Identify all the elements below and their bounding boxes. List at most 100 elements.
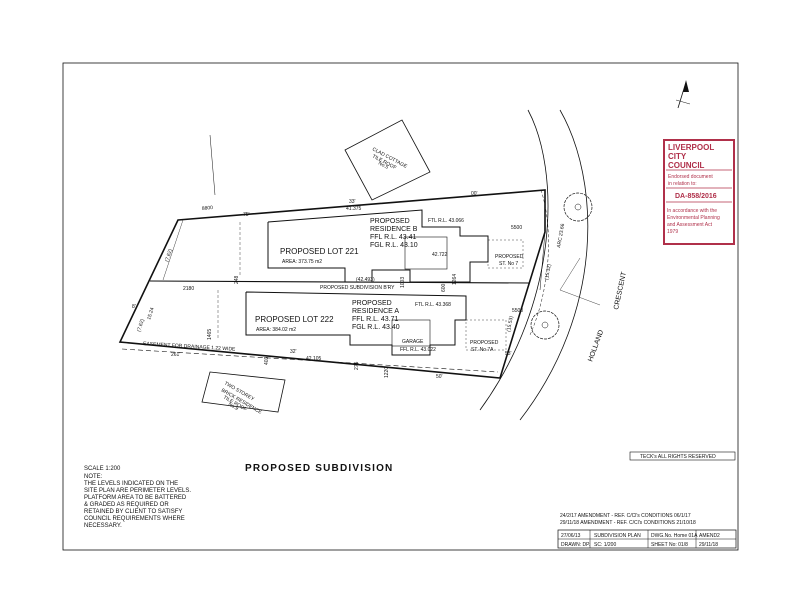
dim-label: 248 <box>234 275 240 284</box>
road-name-2: CRESCENT <box>613 271 628 311</box>
note-line: & GRADED AS REQUIRED OR <box>84 502 169 508</box>
residence-b-footprint <box>267 209 489 283</box>
garage-b <box>404 236 448 270</box>
residence-b-ffl: FFL R.L. 43.41 <box>370 234 417 241</box>
easement-label: EASEMENT FOR DRAINAGE 1.22 WIDE <box>143 341 236 353</box>
drawing-frame <box>62 62 739 551</box>
council-act-3: and Assessment Act <box>667 222 713 228</box>
dim-label: 1003 <box>400 277 406 288</box>
titleblock-dwg: DWG.No. Home 01A <box>651 533 698 539</box>
dim-label: (7.62) <box>164 248 174 263</box>
neighbour-building-bottom <box>201 371 286 413</box>
subdivision-boundary <box>149 280 531 284</box>
titleblock-date2: 29/11/18 <box>699 542 718 548</box>
road-curve-outer <box>519 109 589 421</box>
council-name-1: LIVERPOOL <box>668 143 714 152</box>
dim-label: 1264 <box>452 274 458 285</box>
titleblock-type: SUBDIVISION PLAN <box>594 533 641 539</box>
scale-label: SCALE 1:200 <box>84 466 121 472</box>
dim-label: 275 <box>354 361 360 370</box>
residence-b-label-1: PROPOSED <box>370 218 410 225</box>
titleblock-sheet: SHEET No: 01/8 <box>651 542 688 548</box>
council-name-3: COUNCIL <box>668 161 705 170</box>
neighbour-building-top <box>344 119 431 201</box>
council-relation: in relation to: <box>668 181 697 187</box>
dim-label: 1220 <box>384 367 390 378</box>
dim-label: 8' <box>132 304 136 310</box>
note-line: SITE PLAN ARE PERIMETER LEVELS. <box>84 488 191 494</box>
amendment-line: 29/11/18 AMENDMENT - REF. C/Cl's CONDITI… <box>560 520 696 526</box>
council-da-number: DA-858/2016 <box>675 193 717 200</box>
tree-icon <box>563 192 593 222</box>
dim-label: ARC 23.66 <box>556 223 566 248</box>
residence-a-rl: FTL R.L. 43.368 <box>415 302 451 308</box>
garage-a <box>391 319 431 347</box>
st7-label-1: PROPOSED <box>495 254 524 260</box>
residence-b-label-2: RESIDENCE B <box>370 226 418 233</box>
residence-b-rl: FTL R.L. 43.066 <box>428 218 464 224</box>
title-block <box>557 529 737 549</box>
council-act-2: Environmental Planning <box>667 215 720 221</box>
dim-label: 600 <box>441 283 447 292</box>
garage-a-label: GARAGE <box>402 339 424 345</box>
road-name: HOLLAND <box>587 329 605 362</box>
tree-icon <box>530 310 560 340</box>
note-line: THE LEVELS INDICATED ON THE <box>84 481 178 487</box>
dim-label: (7.62) <box>136 318 146 333</box>
road-curve-inner <box>479 109 549 411</box>
dim-label: 32' <box>290 349 297 355</box>
amendment-line: 24/2/17 AMENDMENT - REF. C/Cl's CONDITIO… <box>560 513 691 519</box>
dim-label: 5500 <box>512 308 523 314</box>
site-boundary <box>118 189 546 379</box>
dim-label: 75' <box>243 212 250 218</box>
residence-a-label-1: PROPOSED <box>352 300 392 307</box>
council-endorsement-stamp <box>663 139 735 245</box>
dim-label: (15.32) <box>544 263 553 280</box>
titleblock-drawn: DRAWN: DP. <box>561 542 590 548</box>
dim-label: 8800 <box>202 205 214 212</box>
dim-label: 1465 <box>207 329 213 340</box>
council-name-2: CITY <box>668 152 687 161</box>
dim-label: (15.53) <box>506 315 515 332</box>
dim-label: 33' <box>349 199 356 205</box>
dim-label: 53' <box>505 351 512 357</box>
lot-222-area: AREA: 384.02 m2 <box>256 327 296 333</box>
dim-label: 2180 <box>183 286 194 292</box>
dim-label: 403 <box>264 356 270 365</box>
note-line: COUNCIL REQUIREMENTS WHERE <box>84 516 185 522</box>
st7a-label-2: ST. No 7A <box>471 347 494 353</box>
lot-221-name: PROPOSED LOT 221 <box>280 247 359 256</box>
council-act-1: In accordance with the <box>667 208 717 214</box>
residence-a-fgl: FGL R.L. 43.40 <box>352 324 400 331</box>
lot-222-name: PROPOSED LOT 222 <box>255 315 334 324</box>
titleblock-amend: AMEND2 <box>699 533 720 539</box>
neighbour-bottom-l4: No.9 <box>227 402 239 413</box>
copyright-text: TECK's ALL RIGHTS RESERVED <box>640 454 716 460</box>
lot-221-area: AREA: 373.75 m2 <box>282 259 322 265</box>
dim-label: 15.24 <box>146 307 156 321</box>
st7a-label-1: PROPOSED <box>470 340 499 346</box>
residence-b-fgl: FGL R.L. 43.10 <box>370 242 418 249</box>
residence-a-ffl: FFL R.L. 43.71 <box>352 316 399 323</box>
council-act-4: 1979 <box>667 229 678 235</box>
dim-label: 42.722 <box>432 252 448 258</box>
dim-label: 5500 <box>511 225 522 231</box>
garage-a-ffl: FFL R.L. 43.022 <box>400 347 436 353</box>
note-line: RETAINED BY CLIENT TO SATISFY <box>84 509 182 515</box>
dim-label: 42.105 <box>306 356 322 362</box>
subdivision-boundary-label: PROPOSED SUBDIVISION B'RY <box>320 285 395 291</box>
residence-a-label-2: RESIDENCE A <box>352 308 399 315</box>
drawing-title: PROPOSED SUBDIVISION <box>245 463 393 474</box>
dim-label: 261' <box>171 352 180 358</box>
titleblock-date: 27/06/13 <box>561 533 581 539</box>
note-line: NECESSARY. <box>84 523 122 529</box>
note-line: PLATFORM AREA TO BE BATTERED <box>84 495 187 501</box>
dim-label: (42.493) <box>356 277 375 283</box>
dim-label: 41.375 <box>346 206 362 212</box>
easement-line <box>121 348 499 373</box>
neighbour-top-l3: No.5 <box>377 160 389 170</box>
note-line: NOTE: <box>84 474 103 480</box>
dim-label: 50' <box>436 374 443 380</box>
copyright-box <box>629 451 736 461</box>
